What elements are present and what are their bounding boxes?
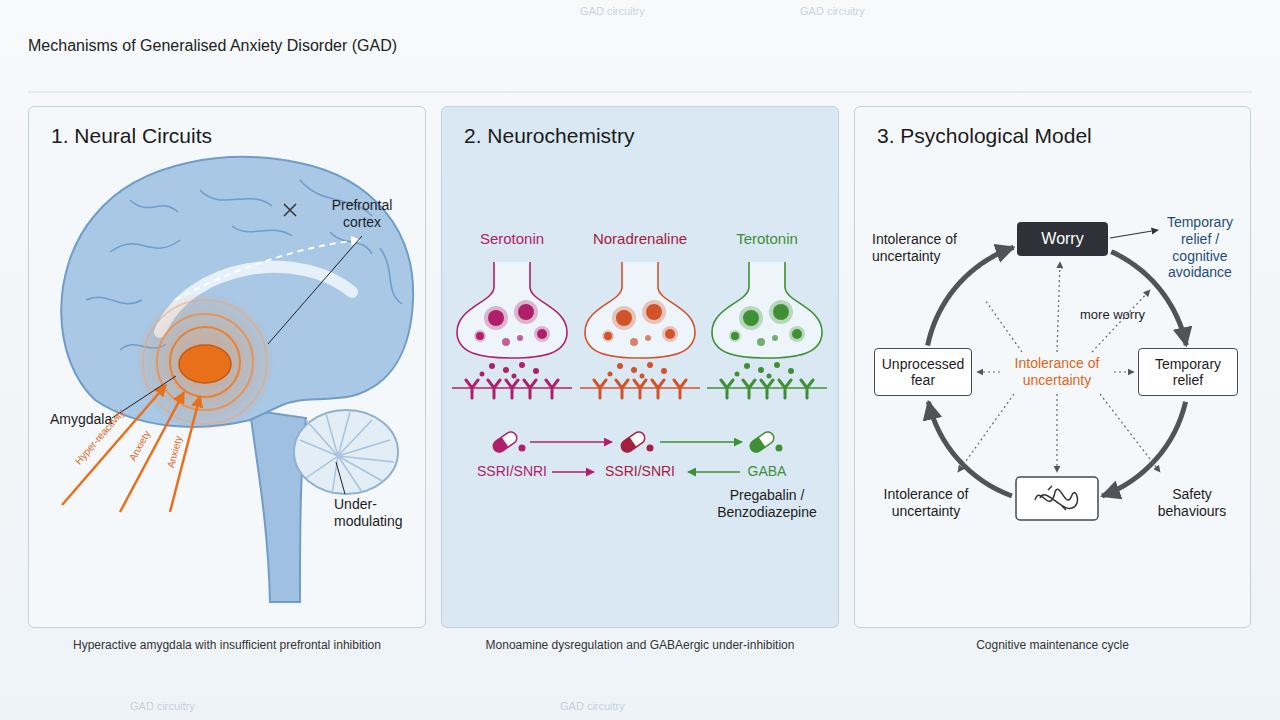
process-box: Unprocessed fear (874, 348, 972, 396)
panel-heading: 3. Psychological Model (877, 124, 1092, 148)
brain-illustration (61, 157, 413, 602)
leader-line (268, 236, 362, 344)
corpus-callosum (160, 267, 352, 332)
drug-pill (491, 430, 526, 455)
cycle-connector (1111, 252, 1186, 346)
serotonin-synapse (452, 262, 572, 398)
box-label: Worry (1041, 230, 1083, 248)
noradrenaline-synapse (580, 262, 700, 398)
avoidance-arrow (1110, 230, 1158, 238)
panel-caption: Cognitive maintenance cycle (854, 638, 1251, 652)
cerebrum (61, 157, 413, 427)
cycle-illustration (928, 230, 1185, 520)
panel-box: 3. Psychological ModelWorryUnprocessed f… (854, 106, 1251, 628)
amygdala (179, 345, 231, 383)
amygdala-ring (143, 300, 267, 424)
amygdala-ring (157, 314, 253, 410)
drug-arrow (660, 441, 742, 443)
inhibition-path (175, 240, 360, 300)
gaba-synapse (707, 262, 827, 398)
cycle-connector (928, 247, 1014, 345)
reactivity-arrow (170, 396, 200, 512)
drug-arrow (552, 471, 594, 473)
leader-line (336, 462, 345, 494)
process-box: Temporary relief (1138, 348, 1238, 396)
diagram-title: Mechanisms of Generalised Anxiety Disord… (28, 37, 397, 55)
amygdala-ring (170, 327, 240, 397)
panel-heading: 1. Neural Circuits (51, 124, 212, 148)
header-rule (28, 92, 1252, 93)
reactivity-arrow (120, 392, 184, 512)
reactivity-arrow (62, 385, 166, 505)
panel-box: 1. Neural Circuits (28, 106, 426, 628)
watermark: GAD circuitry (580, 5, 680, 18)
cerebellum-folia (300, 412, 394, 494)
drug-arrow (530, 441, 612, 443)
cycle-arc (928, 402, 1012, 496)
rumination-scribble (1035, 486, 1077, 510)
synapse-illustration (452, 262, 827, 472)
drug-arrow (688, 471, 740, 473)
edge-layer (928, 247, 1187, 345)
watermark: GAD circuitry (560, 700, 660, 713)
box-label: Unprocessed fear (878, 356, 968, 388)
process-box: Worry (1017, 222, 1108, 256)
cerebellum (294, 410, 398, 494)
influence-lines (958, 262, 1160, 472)
leader-line (112, 376, 176, 418)
gyri (86, 180, 402, 350)
cycle-arc (1102, 402, 1186, 496)
drug-pill (748, 430, 783, 455)
panel-box: 2. Neurochemistry (441, 106, 839, 628)
box-label: Temporary relief (1142, 356, 1234, 388)
drug-pill (619, 430, 654, 455)
watermark: GAD circuitry (800, 5, 900, 18)
icon-box (1016, 477, 1098, 520)
blocked-mark (284, 204, 296, 216)
panel-heading: 2. Neurochemistry (464, 124, 634, 148)
watermark: GAD circuitry (130, 700, 230, 713)
brainstem (250, 410, 306, 602)
panel-caption: Monoamine dysregulation and GABAergic un… (441, 638, 839, 652)
amygdala-glow (137, 294, 273, 430)
panel-caption: Hyperactive amygdala with insufficient p… (28, 638, 426, 652)
